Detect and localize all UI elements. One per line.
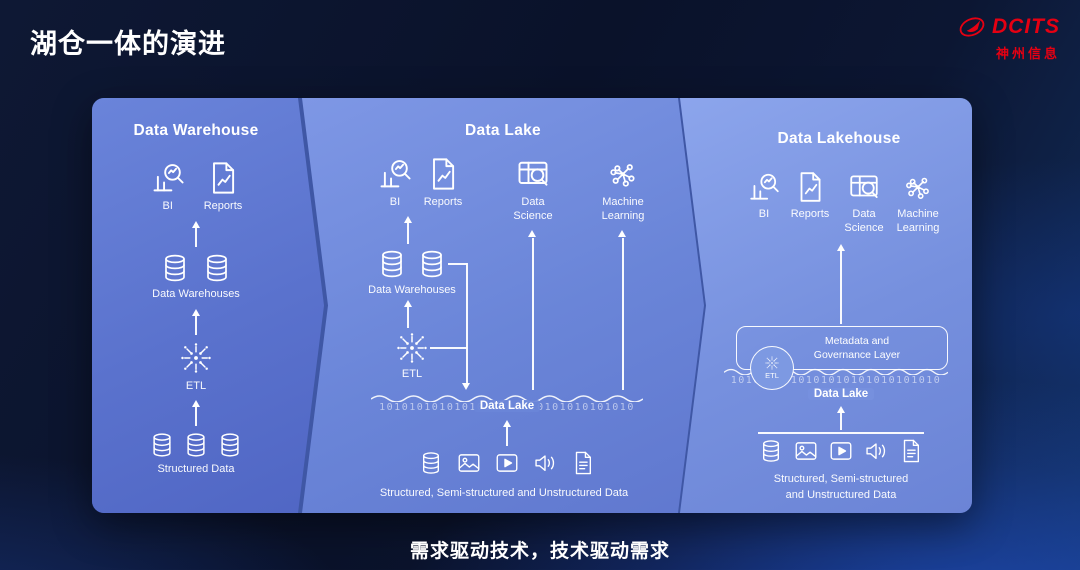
- audio-icon: [863, 438, 889, 464]
- flow-arrow-up: [501, 420, 513, 446]
- arrow-head-up: [528, 230, 536, 237]
- flow-arrow-up: [402, 216, 414, 244]
- flow-arrow-up: [190, 308, 202, 335]
- metadata-label-line1: Metadata and: [824, 334, 890, 347]
- flow-arrow-up: [402, 300, 414, 328]
- etl-icon: [764, 355, 780, 371]
- bi-label: BI: [389, 196, 401, 208]
- binary-stream: 1010101010101010101010101010: [730, 375, 942, 386]
- machine-learning-label: Machine Learning: [601, 196, 645, 222]
- document-icon: [570, 450, 596, 476]
- dcits-swoosh-icon: [959, 17, 985, 37]
- bi-icon: [747, 170, 781, 204]
- image-icon: [456, 450, 482, 476]
- data-science-icon: [515, 156, 551, 192]
- metadata-governance-box: Metadata and Governance Layer: [736, 326, 948, 370]
- video-icon: [494, 450, 520, 476]
- video-icon: [828, 438, 854, 464]
- database-icon: [148, 431, 176, 459]
- data-types-label-line1: Structured, Semi-structured: [773, 473, 909, 485]
- warehouses-label: Data Warehouses: [152, 287, 240, 300]
- media-types-row: [418, 450, 596, 476]
- etl-icon: [394, 330, 430, 366]
- database-icon: [182, 431, 210, 459]
- metadata-label-line2: Governance Layer: [813, 349, 901, 361]
- arrow-head-down: [462, 383, 470, 390]
- panel-title: Data Lakehouse: [777, 130, 901, 147]
- bi-icon: [150, 160, 186, 196]
- panel-data-warehouse: Data Warehouse BI Reports Da: [92, 98, 324, 513]
- database-icon: [216, 431, 244, 459]
- reports-icon: [205, 160, 241, 196]
- reports-label: Reports: [203, 200, 243, 212]
- data-science-label: Data Science: [513, 196, 553, 222]
- data-lake-label: Data Lake: [761, 388, 921, 400]
- footer-caption: 需求驱动技术，技术驱动需求: [409, 541, 670, 562]
- data-types-label: Structured, Semi-structured and Unstruct…: [716, 472, 966, 504]
- structured-db-row: [148, 431, 244, 459]
- document-icon: [898, 438, 924, 464]
- connector-line: [622, 238, 624, 390]
- panel-title: Data Lake: [465, 122, 541, 139]
- flow-arrow-up: [190, 400, 202, 427]
- flow-arrow-up: [835, 406, 847, 430]
- database-icon: [201, 252, 233, 284]
- reports-icon: [425, 156, 461, 192]
- brand-company: 神州信息: [995, 46, 1060, 61]
- warehouse-db-row: [376, 248, 448, 280]
- bi-label: BI: [162, 200, 173, 212]
- warehouses-label: Data Warehouses: [368, 284, 456, 296]
- brand-logo: DCITS 神州信息: [957, 12, 1060, 62]
- database-icon: [376, 248, 408, 280]
- audio-icon: [532, 450, 558, 476]
- machine-learning-icon: [605, 156, 641, 192]
- arrow-head-up: [618, 230, 626, 237]
- database-icon: [418, 450, 444, 476]
- database-icon: [416, 248, 448, 280]
- reports-label: Reports: [423, 196, 463, 208]
- etl-icon: [178, 340, 214, 376]
- data-science-label: Data Science: [844, 208, 884, 234]
- database-icon: [758, 438, 784, 464]
- reports-label: Reports: [790, 208, 830, 220]
- structured-data-label: Structured Data: [157, 463, 235, 476]
- flow-arrow-up: [835, 244, 847, 324]
- machine-learning-label: Machine Learning: [896, 208, 940, 234]
- media-types-row: [758, 438, 924, 464]
- connector-line: [532, 238, 534, 390]
- bi-icon: [377, 156, 413, 192]
- connector-line: [430, 347, 467, 349]
- data-lake-label: Data Lake: [427, 400, 587, 412]
- connector-line: [758, 432, 924, 434]
- data-types-label: Structured, Semi-structured and Unstruct…: [379, 487, 629, 499]
- data-science-icon: [847, 170, 881, 204]
- panel-title: Data Warehouse: [133, 122, 259, 139]
- connector-line: [448, 263, 467, 265]
- reports-icon: [793, 170, 827, 204]
- panel-data-lakehouse: Data Lakehouse BI Reports Data Science M…: [680, 98, 972, 513]
- etl-label: ETL: [185, 379, 207, 392]
- etl-label: ETL: [401, 368, 423, 380]
- flow-arrow-up: [190, 220, 202, 247]
- page-title: 湖仓一体的演进: [30, 29, 226, 59]
- bi-label: BI: [758, 208, 770, 220]
- brand-name: DCITS: [992, 15, 1060, 38]
- image-icon: [793, 438, 819, 464]
- panel-data-lake: Data Lake BI Reports Data Science Machin…: [302, 98, 704, 513]
- connector-line: [466, 263, 468, 383]
- database-icon: [159, 252, 191, 284]
- machine-learning-icon: [901, 170, 935, 204]
- etl-label: ETL: [765, 371, 779, 381]
- bi-reports-row: BI Reports: [150, 160, 243, 214]
- diagram-board: Data Warehouse BI Reports Da: [92, 98, 972, 513]
- warehouse-db-row: [159, 252, 233, 284]
- etl-circle: ETL: [750, 346, 794, 390]
- data-types-label-line2: and Unstructured Data: [785, 488, 897, 501]
